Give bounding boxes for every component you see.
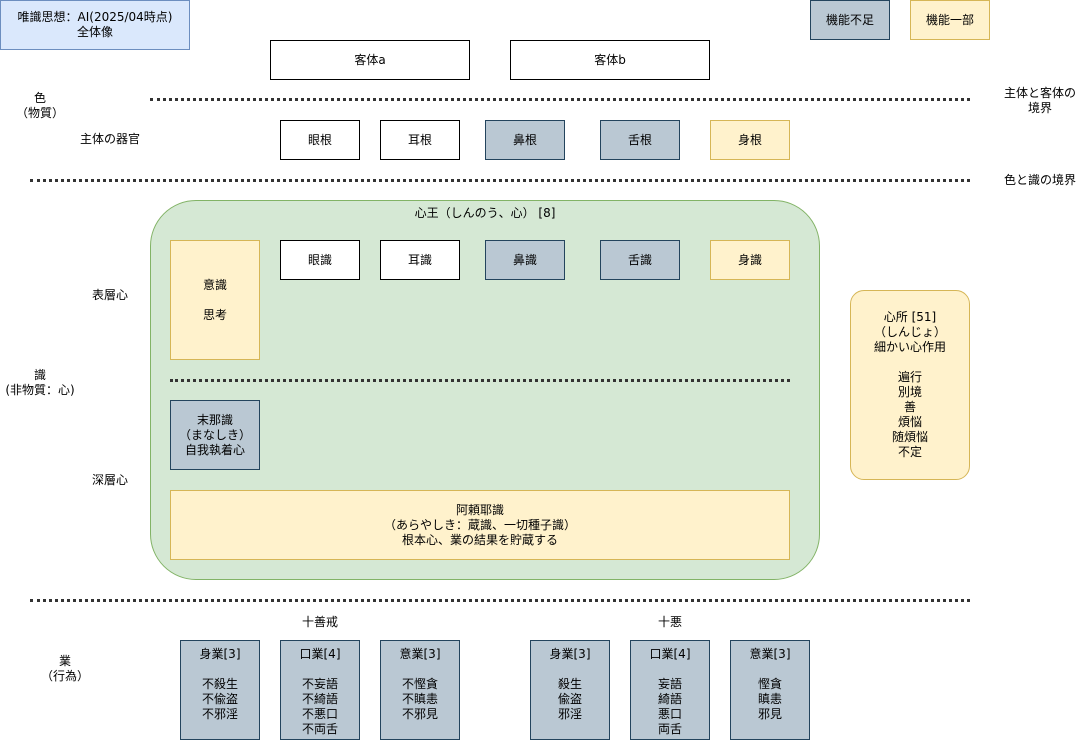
good-speech-karma-items: 不妄語 不綺語 不悪口 不両舌 — [301, 677, 338, 736]
surface-deep-divider — [170, 379, 790, 382]
good-mind-karma-items: 不慳貪 不瞋恚 不邪見 — [401, 677, 438, 721]
sense-body-consciousness: 身識 — [710, 240, 790, 280]
mental-factors-items: 遍行 別境 善 煩悩 随煩悩 不定 — [891, 370, 928, 459]
legend-partial: 機能一部 — [910, 0, 990, 40]
manas-box: 末那識 （まなしき） 自我執着心 — [170, 400, 260, 470]
good-body-karma-title: 身業[3] — [199, 647, 241, 661]
mental-factors-box: 心所 [51] （しんじょ） 細かい心作用 遍行 別境 善 煩悩 随煩悩 不定 — [850, 290, 970, 480]
subject-object-boundary-line — [150, 98, 970, 101]
object-b: 客体b — [510, 40, 710, 80]
sense-ear-consciousness: 耳識 — [380, 240, 460, 280]
subject-object-boundary-label: 主体と客体の 境界 — [1003, 86, 1076, 115]
consciousness-label: 識 (非物質：心) — [5, 368, 75, 397]
rupa-vijnana-boundary-line — [30, 179, 970, 182]
bad-mind-karma: 意業[3] 慳貪 瞋恚 邪見 — [730, 640, 810, 740]
bad-body-karma-items: 殺生 偸盗 邪淫 — [557, 677, 582, 721]
ten-evils-header: 十悪 — [657, 615, 682, 629]
karma-label: 業 （行為） — [40, 654, 89, 683]
sense-eye-consciousness: 眼識 — [280, 240, 360, 280]
alaya-box: 阿頼耶識 （あらやしき：蔵識、一切種子識） 根本心、業の結果を貯蔵する — [170, 490, 790, 560]
mano-vijnana-box: 意識 思考 — [170, 240, 260, 360]
bad-mind-karma-title: 意業[3] — [749, 647, 791, 661]
bad-body-karma-title: 身業[3] — [549, 647, 591, 661]
mind-king-label: 心王（しんのう、心） [8] — [414, 206, 556, 220]
rupa-vijnana-boundary-label: 色と識の境界 — [1003, 173, 1076, 187]
bad-body-karma: 身業[3] 殺生 偸盗 邪淫 — [530, 640, 610, 740]
deep-mind-label: 深層心 — [91, 473, 128, 487]
good-speech-karma-title: 口業[4] — [299, 647, 341, 661]
good-speech-karma: 口業[4] 不妄語 不綺語 不悪口 不両舌 — [280, 640, 360, 740]
organ-ear: 耳根 — [380, 120, 460, 160]
mental-factors-heading: 心所 [51] （しんじょ） 細かい心作用 — [873, 310, 946, 354]
mano-vijnana-sub: 思考 — [202, 307, 227, 322]
good-mind-karma-title: 意業[3] — [399, 647, 441, 661]
bad-mind-karma-items: 慳貪 瞋恚 邪見 — [757, 677, 782, 721]
bad-speech-karma-items: 妄語 綺語 悪口 両舌 — [657, 677, 682, 736]
legend-insufficient: 機能不足 — [810, 0, 890, 40]
surface-mind-label: 表層心 — [91, 288, 128, 302]
organ-eye: 眼根 — [280, 120, 360, 160]
organ-body: 身根 — [710, 120, 790, 160]
object-a: 客体a — [270, 40, 470, 80]
bad-speech-karma: 口業[4] 妄語 綺語 悪口 両舌 — [630, 640, 710, 740]
organ-nose: 鼻根 — [485, 120, 565, 160]
organ-tongue: 舌根 — [600, 120, 680, 160]
good-body-karma-items: 不殺生 不偸盗 不邪淫 — [201, 677, 238, 721]
ten-precepts-header: 十善戒 — [301, 615, 338, 629]
karma-boundary-line — [30, 599, 970, 602]
diagram-title: 唯識思想：AI(2025/04時点) 全体像 — [0, 0, 190, 50]
mano-vijnana-name: 意識 — [202, 277, 227, 292]
good-body-karma: 身業[3] 不殺生 不偸盗 不邪淫 — [180, 640, 260, 740]
good-mind-karma: 意業[3] 不慳貪 不瞋恚 不邪見 — [380, 640, 460, 740]
rupa-label: 色 （物質） — [15, 91, 64, 120]
sense-nose-consciousness: 鼻識 — [485, 240, 565, 280]
bad-speech-karma-title: 口業[4] — [649, 647, 691, 661]
organs-label: 主体の器官 — [79, 132, 140, 146]
sense-tongue-consciousness: 舌識 — [600, 240, 680, 280]
